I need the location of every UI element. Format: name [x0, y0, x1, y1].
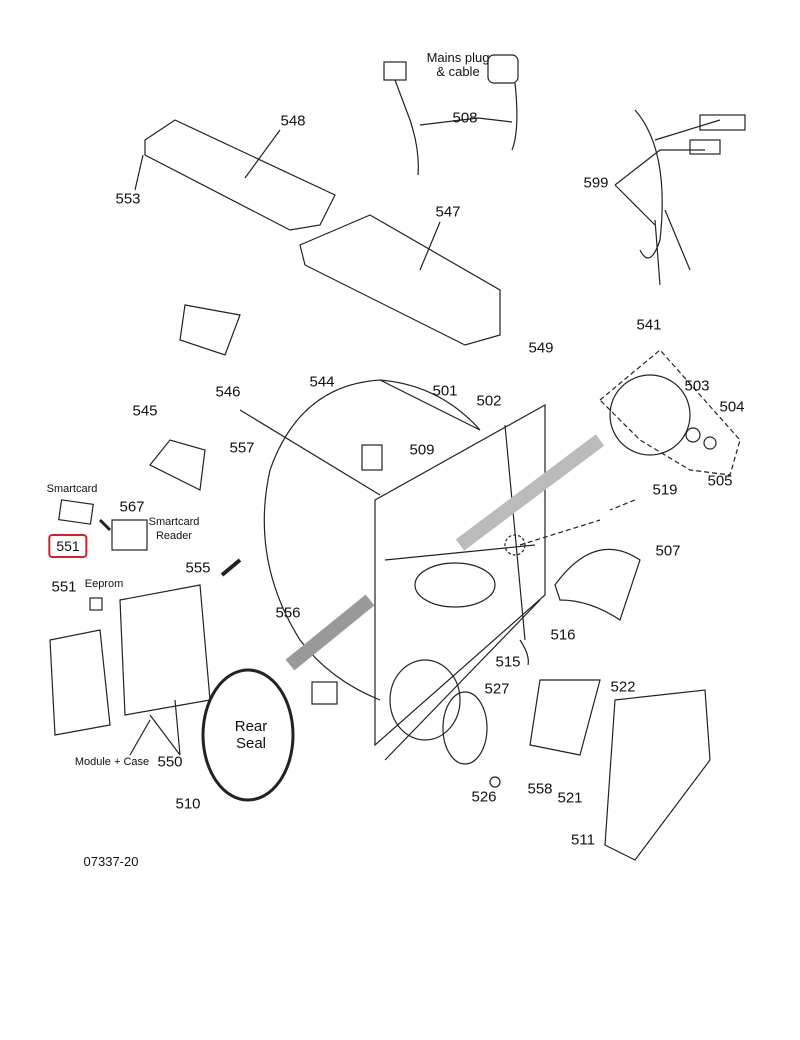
label-521: 521 [557, 789, 583, 807]
cover-545 [149, 439, 206, 491]
label-550: 550 [157, 753, 183, 771]
console-547 [299, 214, 501, 346]
label-558: 558 [527, 780, 553, 798]
mains-plug-eu [487, 54, 519, 151]
label-505: 505 [707, 472, 733, 490]
label-511: 511 [571, 831, 595, 849]
label-546: 546 [215, 383, 241, 401]
fan-cover-507 [554, 548, 641, 621]
drum-501 [263, 379, 481, 701]
control-panel-548 [144, 119, 336, 231]
label-557: 557 [229, 439, 255, 457]
sensor-circle [504, 534, 526, 556]
leader-508 [419, 117, 513, 126]
label-module-case: Module + Case [74, 756, 150, 768]
label-555: 555 [185, 559, 211, 577]
label-549: 549 [528, 339, 554, 357]
module-board [119, 584, 211, 716]
duct-cover-511 [604, 689, 711, 861]
label-smartcard: Smartcard [46, 483, 98, 495]
eeprom-chip [89, 597, 103, 611]
smartcard-part [58, 499, 94, 525]
rear-seal-510 [201, 668, 295, 802]
cover-546 [179, 304, 241, 356]
motor-group-541 [599, 349, 741, 476]
label-551-eeprom: 551 [51, 578, 77, 596]
label-547: 547 [435, 203, 461, 221]
label-551-highlighted: 551 [48, 534, 88, 558]
label-503: 503 [684, 377, 710, 395]
impeller-527 [442, 691, 488, 765]
nut-526 [489, 776, 501, 788]
bearing [311, 681, 338, 705]
label-smartcard-reader: Smartcard Reader [148, 516, 200, 542]
label-516: 516 [550, 626, 576, 644]
label-eeprom: Eeprom [84, 578, 124, 590]
label-501: 501 [432, 382, 458, 400]
text: Mains plug & cable [426, 50, 490, 79]
motor-plate [609, 374, 691, 456]
strip-555 [220, 558, 242, 577]
label-519: 519 [652, 481, 678, 499]
module-case [49, 629, 111, 736]
label-507: 507 [655, 542, 681, 560]
assembly-arrow-2 [455, 434, 605, 551]
label-567: 567 [119, 498, 145, 516]
assembly-arrow-1 [285, 594, 375, 671]
strap-557 [239, 409, 381, 496]
label-527: 527 [484, 680, 510, 698]
label-504: 504 [719, 398, 745, 416]
label-rear-seal: Rear Seal [234, 718, 268, 752]
leaders-548-553 [134, 129, 281, 191]
label-508: 508 [452, 109, 478, 127]
label-510: 510 [175, 795, 201, 813]
leader-547 [419, 221, 441, 271]
label-548: 548 [280, 112, 306, 130]
smartcard-reader-567 [111, 519, 148, 551]
label-599: 599 [583, 174, 609, 192]
heater-522 [529, 679, 601, 756]
label-502: 502 [476, 392, 502, 410]
label-544: 544 [309, 373, 335, 391]
label-522: 522 [610, 678, 636, 696]
label-541: 541 [636, 316, 662, 334]
label-545: 545 [132, 402, 158, 420]
arrow-to-reader [98, 518, 112, 532]
switch-544 [361, 444, 383, 471]
label-553: 553 [115, 190, 141, 208]
rear-panel-502 [374, 403, 546, 761]
leaders-550 [129, 699, 181, 756]
label-526: 526 [471, 788, 497, 806]
wiring-harness-599 [614, 109, 746, 286]
label-556: 556 [275, 604, 301, 622]
label-mains-plug-cable: Mains plug & cable [427, 51, 490, 79]
part-504 [703, 436, 717, 450]
dashed-link-519 [519, 499, 636, 546]
part-503 [685, 427, 701, 443]
mains-plug-uk [383, 61, 419, 176]
label-509: 509 [409, 441, 435, 459]
drawing-number: 07337-20 [83, 854, 139, 869]
label-515: 515 [495, 653, 521, 671]
duct-516 [504, 424, 529, 666]
